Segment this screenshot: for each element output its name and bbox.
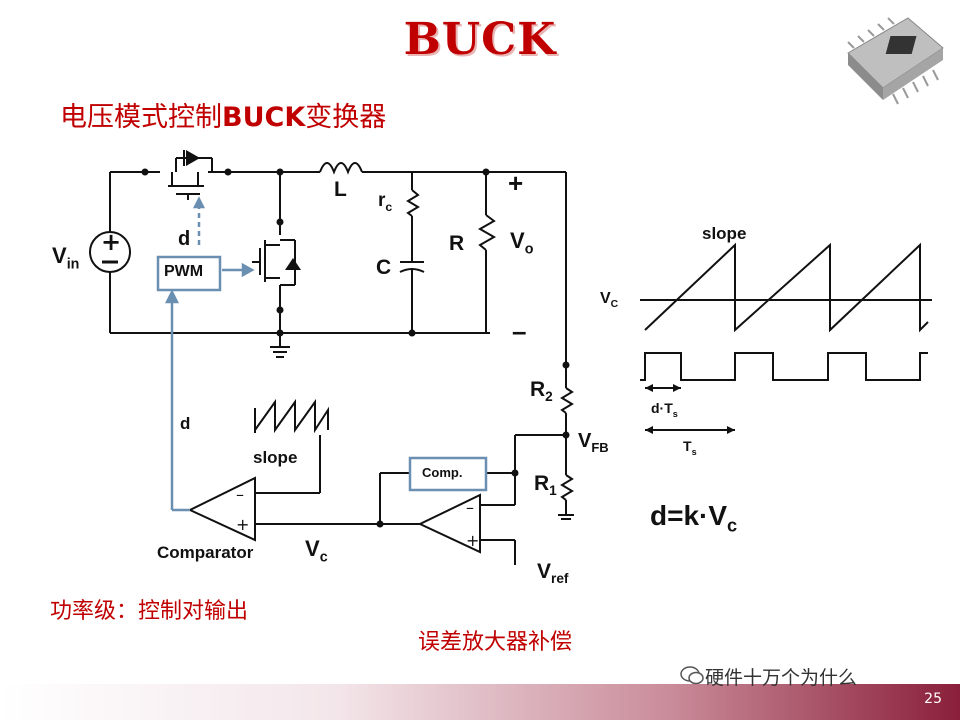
- label-r2: R2: [530, 378, 553, 405]
- brand-text: 硬件十万个为什么: [705, 667, 858, 689]
- svg-text:–: –: [236, 485, 244, 504]
- svg-text:–: –: [466, 498, 474, 517]
- pwm-block-label: PWM: [164, 263, 204, 280]
- ic-chip-logo: [847, 17, 944, 105]
- label-vo: Vo: [510, 228, 534, 258]
- label-ts: Ts: [683, 438, 697, 457]
- label-vfb: VFB: [578, 430, 609, 455]
- note-error-amp: 误差放大器补偿: [418, 630, 573, 655]
- label-r1: R1: [534, 472, 557, 499]
- svg-text:+: +: [236, 515, 249, 534]
- wechat-icon: [680, 666, 704, 685]
- slide-title: BUCK: [403, 14, 557, 65]
- subtitle-cn: 电压模式控制: [60, 102, 222, 133]
- svg-text:+: +: [466, 531, 479, 550]
- note-power-stage: 功率级：控制对输出: [50, 599, 249, 624]
- slide-subtitle: 电压模式控制BUCK变换器: [60, 95, 386, 134]
- label-rc: rc: [378, 190, 393, 214]
- subtitle-en: BUCK: [222, 102, 306, 133]
- label-comparator: Comparator: [157, 543, 254, 562]
- label-vref: Vref: [537, 560, 569, 587]
- label-inductor-L: L: [334, 178, 347, 201]
- page-number: 25: [924, 691, 942, 707]
- subtitle-cn2: 变换器: [305, 102, 387, 133]
- comp-block-label: Comp.: [422, 465, 463, 480]
- label-capacitor-C: C: [376, 256, 392, 279]
- footer-bar: [0, 684, 960, 720]
- label-d-side: d: [180, 414, 191, 433]
- label-vc-wave: VC: [600, 290, 619, 311]
- label-vc: Vc: [305, 536, 328, 566]
- label-d-top: d: [178, 228, 191, 250]
- label-output-minus: –: [512, 316, 527, 346]
- formula-duty-cycle: d=k·Vc: [650, 500, 738, 536]
- label-load-R: R: [449, 232, 465, 255]
- label-slope-wave: slope: [702, 224, 747, 243]
- label-dts: d·Ts: [651, 400, 678, 419]
- label-output-plus: +: [508, 168, 524, 198]
- label-vin: Vin: [52, 243, 80, 273]
- label-slope-small: slope: [253, 448, 298, 467]
- svg-text:+: +: [101, 228, 121, 256]
